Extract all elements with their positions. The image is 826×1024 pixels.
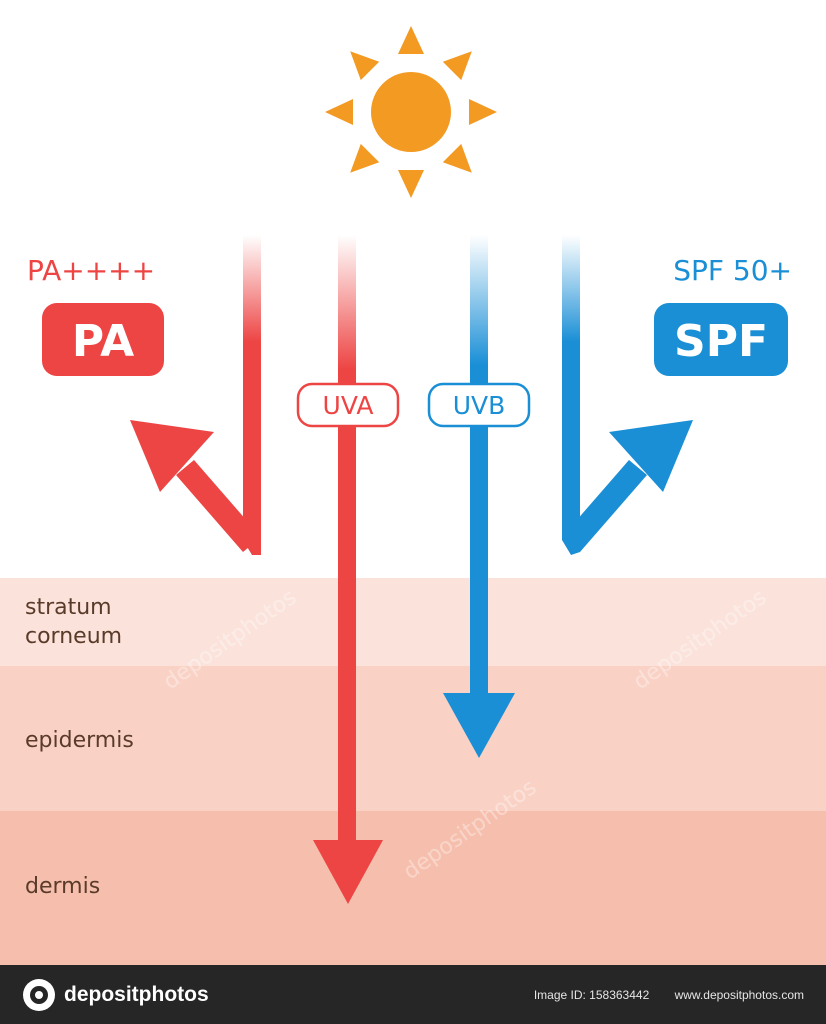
uvb-penetrating-arrow bbox=[443, 235, 515, 758]
image-id: Image ID: 158363442 bbox=[533, 987, 650, 1002]
brand-logo[interactable]: depositphotos bbox=[22, 978, 209, 1012]
sun-icon bbox=[325, 26, 497, 198]
pa-rating: PA++++ bbox=[27, 254, 155, 287]
stratum-label-line2: corneum bbox=[25, 624, 122, 649]
uva-label-text: UVA bbox=[323, 391, 374, 420]
dermis-label: dermis bbox=[25, 874, 100, 899]
stratum-label-line1: stratum bbox=[25, 595, 112, 620]
brand-name: depositphotos bbox=[64, 982, 209, 1006]
uvb-reflected-arrow bbox=[562, 235, 693, 555]
epidermis-label: epidermis bbox=[25, 728, 134, 753]
uvb-label: UVB bbox=[427, 382, 531, 428]
website-link[interactable]: www.depositphotos.com bbox=[674, 987, 804, 1002]
stratum-corneum-layer bbox=[0, 578, 826, 666]
pa-badge: PA bbox=[42, 303, 164, 376]
footer-meta: Image ID: 158363442 www.depositphotos.co… bbox=[534, 988, 826, 1002]
spf-badge: SPF bbox=[654, 303, 788, 376]
spf-badge-text: SPF bbox=[674, 316, 768, 367]
diagram-canvas: UVA UVB PA++++ PA SPF 50+ SPF stratum co… bbox=[0, 26, 826, 965]
spf-rating: SPF 50+ bbox=[673, 254, 792, 287]
uvb-label-text: UVB bbox=[453, 391, 506, 420]
footer-bar: depositphotos Image ID: 158363442 www.de… bbox=[0, 965, 826, 1024]
epidermis-layer bbox=[0, 666, 826, 811]
uva-reflected-arrow bbox=[130, 235, 261, 555]
dermis-layer bbox=[0, 811, 826, 965]
uva-label: UVA bbox=[296, 382, 400, 428]
pa-badge-text: PA bbox=[72, 316, 134, 367]
depositphotos-logo-icon bbox=[23, 978, 55, 1011]
